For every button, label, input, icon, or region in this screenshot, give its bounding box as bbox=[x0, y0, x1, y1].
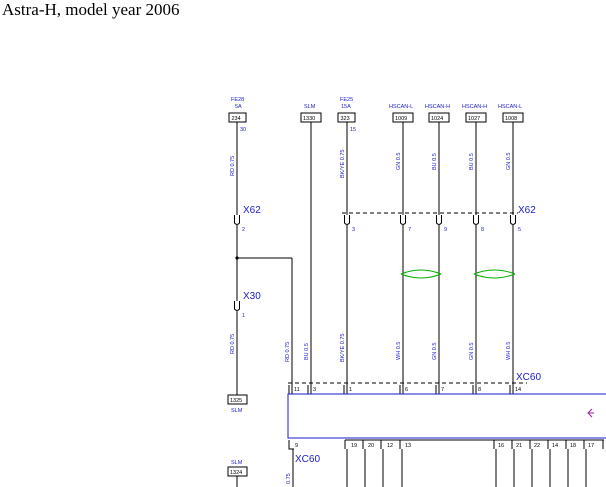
xc60-bottom-pin-9: 9 bbox=[295, 443, 298, 449]
hscan-l-label-2: HSCAN-L bbox=[498, 104, 522, 110]
wire-color-b-lower: BU 0.5 bbox=[304, 343, 310, 360]
xc60-bottom-pin-18: 18 bbox=[570, 443, 576, 449]
fuse-label-fe28: FE28 bbox=[231, 97, 244, 103]
wire-color-f-upper: BU 0.5 bbox=[469, 153, 475, 170]
x62-right-pin-7: 7 bbox=[408, 227, 411, 233]
twisted-pair-symbols bbox=[400, 269, 516, 279]
wires bbox=[236, 122, 514, 395]
wire-color-a-lower: RD 0.75 bbox=[230, 334, 236, 354]
pin-30-label: 30 bbox=[240, 127, 246, 133]
wire-color-branch-lower: RD 0.75 bbox=[285, 342, 291, 362]
wire-color-d-upper: GN 0.5 bbox=[396, 153, 402, 170]
x62-right-connector-symbols bbox=[344, 215, 516, 225]
xc60-top-pin-7: 7 bbox=[441, 387, 444, 393]
hscan-h-label-2: HSCAN-H bbox=[462, 104, 487, 110]
xc60-bottom-pin-22: 22 bbox=[534, 443, 540, 449]
ref-box-1330-label: 1330 bbox=[303, 116, 315, 122]
module-internal-symbol bbox=[587, 408, 594, 418]
wire-color-a-upper: RD 0.75 bbox=[230, 156, 236, 176]
xc60-bottom-pin-17: 17 bbox=[588, 443, 594, 449]
x62-right-name: X62 bbox=[518, 205, 536, 216]
ref-1325-slm-label: SLM bbox=[231, 408, 243, 414]
xc60-top-pin-14: 14 bbox=[515, 387, 521, 393]
page-title: Astra-H, model year 2006 bbox=[2, 0, 180, 19]
xc60-top-pin-brackets bbox=[288, 385, 515, 395]
xc60-bottom-pin-14: 14 bbox=[552, 443, 558, 449]
wire-color-e-upper: BU 0.5 bbox=[432, 153, 438, 170]
x62-right-pin-9: 9 bbox=[444, 227, 447, 233]
fuse-rating-5a: 5A bbox=[235, 104, 242, 110]
splice-dot bbox=[235, 256, 239, 260]
ref-box-1008-label: 1008 bbox=[505, 116, 517, 122]
x62-left-pin-2: 2 bbox=[242, 227, 245, 233]
x62-right-pin-5: 5 bbox=[518, 227, 521, 233]
xc60-top-pin-1: 1 bbox=[349, 387, 352, 393]
hscan-l-label-1: HSCAN-L bbox=[389, 104, 413, 110]
bottom-exit-wires bbox=[292, 449, 587, 487]
xc60-top-pin-6: 6 bbox=[405, 387, 408, 393]
wire-color-g-lower: WH 0.5 bbox=[506, 342, 512, 360]
xc60-bottom-name: XC60 bbox=[295, 454, 320, 465]
x30-pin-1: 1 bbox=[242, 313, 245, 319]
ref-box-1027-label: 1027 bbox=[468, 116, 480, 122]
ref-box-323-label: 323 bbox=[341, 116, 350, 122]
xc60-bottom-pin-cells bbox=[288, 439, 604, 450]
xc60-top-name: XC60 bbox=[516, 372, 541, 383]
x30-name: X30 bbox=[243, 291, 261, 302]
x30-connector-symbol bbox=[234, 301, 240, 311]
ref-box-234-label: 234 bbox=[232, 116, 241, 122]
xc60-bottom-pin-16: 16 bbox=[498, 443, 504, 449]
hscan-h-label-1: HSCAN-H bbox=[425, 104, 450, 110]
wire-color-f-lower: GN 0.5 bbox=[469, 343, 475, 360]
ref-box-1024-label: 1024 bbox=[431, 116, 443, 122]
xc60-bottom-pin-20: 20 bbox=[368, 443, 374, 449]
wire-color-c-upper: BK/YE 0.75 bbox=[340, 150, 346, 178]
ref-box-1325-label: 1325 bbox=[230, 398, 242, 404]
fuse-label-fe25: FE25 bbox=[340, 97, 353, 103]
x62-left-connector-symbol bbox=[234, 215, 240, 225]
fuse-rating-15a: 15A bbox=[341, 104, 351, 110]
wire-color-e-lower: GN 0.5 bbox=[432, 343, 438, 360]
ref-box-1324-label: 1324 bbox=[230, 470, 242, 476]
xc60-bottom-pin-19: 19 bbox=[351, 443, 357, 449]
ref-box-1009-label: 1009 bbox=[395, 116, 407, 122]
xc60-top-pin-8: 8 bbox=[478, 387, 481, 393]
xc60-bottom-pin-21: 21 bbox=[516, 443, 522, 449]
xc60-bottom-pin-12: 12 bbox=[387, 443, 393, 449]
module-box bbox=[287, 393, 606, 439]
x62-left-name: X62 bbox=[243, 205, 261, 216]
ref-1324-slm-label: SLM bbox=[231, 460, 243, 466]
slm-label-top: SLM bbox=[304, 104, 316, 110]
x62-right-pin-8: 8 bbox=[481, 227, 484, 233]
wire-color-c-lower: BK/YE 0.75 bbox=[340, 334, 346, 362]
xc60-bottom-pin-13: 13 bbox=[405, 443, 411, 449]
x62-right-pin-3: 3 bbox=[352, 227, 355, 233]
xc60-top-pin-11: 11 bbox=[294, 387, 300, 393]
bottom-edge-wire-size: 0.75 bbox=[286, 473, 292, 484]
xc60-top-pin-3: 3 bbox=[313, 387, 316, 393]
wire-color-d-lower: WH 0.5 bbox=[396, 342, 402, 360]
wire-color-g-upper: GN 0.5 bbox=[506, 153, 512, 170]
ref-box-1325 bbox=[227, 394, 248, 405]
pin-15-label: 15 bbox=[350, 127, 356, 133]
